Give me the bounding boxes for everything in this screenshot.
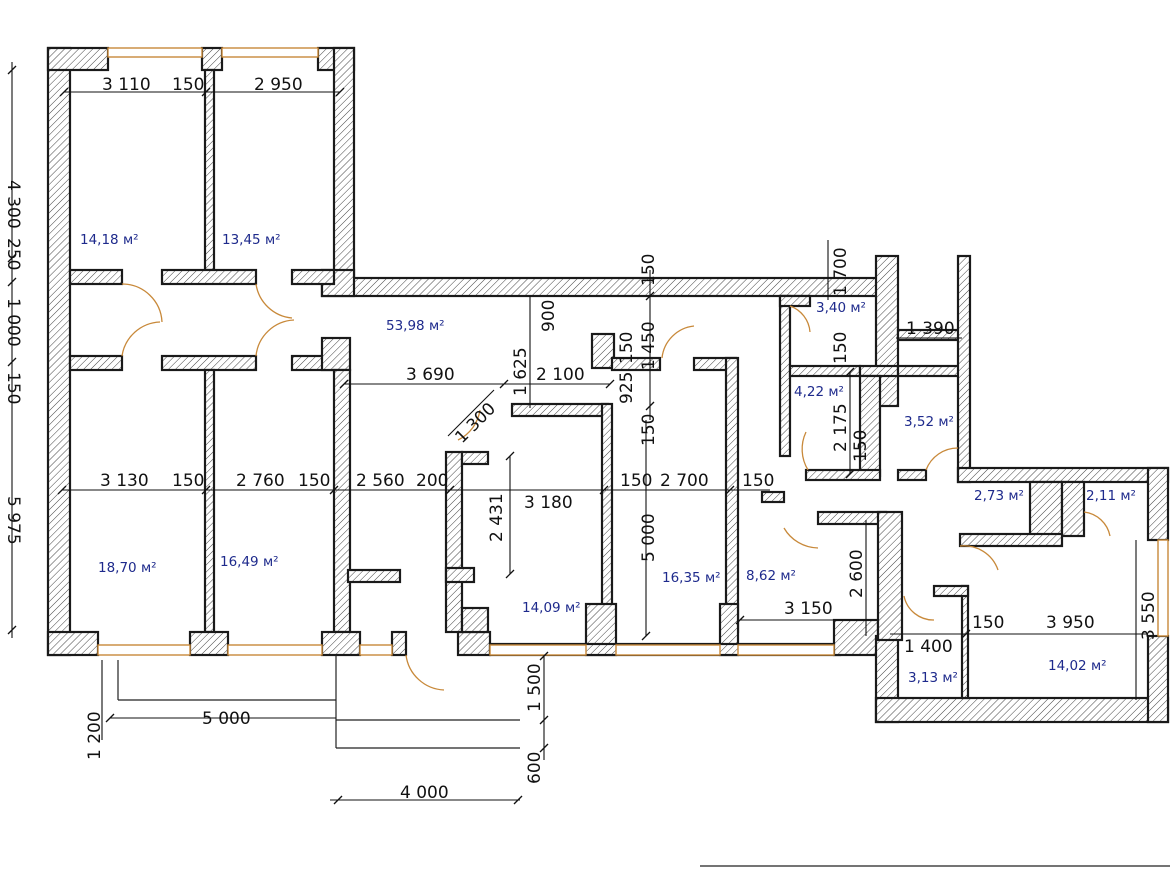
dim-2175: 2 175 <box>831 403 851 452</box>
dim-1400: 1 400 <box>904 637 953 657</box>
dim-3550: 3 550 <box>1139 591 1159 640</box>
dim-150: 150 <box>639 254 659 286</box>
area-room-14: 3,13 м² <box>908 670 958 686</box>
dim-2700: 2 700 <box>660 471 709 491</box>
dim-4300: 4 300 <box>3 180 23 229</box>
dim-1625: 1 625 <box>511 347 531 396</box>
dim-925: 925 <box>617 372 637 404</box>
dim-150: 150 <box>831 332 851 364</box>
area-room-6: 3,52 м² <box>904 414 954 430</box>
dim-1500: 1 500 <box>525 663 545 712</box>
dim-150: 150 <box>742 471 774 491</box>
dim-3950: 3 950 <box>1046 613 1095 633</box>
area-room-11: 8,62 м² <box>746 568 796 584</box>
dimension-labels: 3 110 150 2 950 3 130 150 2 760 150 2 56… <box>3 75 1159 803</box>
dim-2431: 2 431 <box>487 493 507 542</box>
dim-150: 150 <box>172 471 204 491</box>
dim-150: 150 <box>617 332 637 364</box>
dim-3690: 3 690 <box>406 365 455 385</box>
dim-2100: 2 100 <box>536 365 585 385</box>
dim-5000: 5 000 <box>639 513 659 562</box>
dim-2560: 2 560 <box>356 471 405 491</box>
dim-150: 150 <box>851 430 871 462</box>
dim-3180: 3 180 <box>524 493 573 513</box>
area-room-2: 13,45 м² <box>222 232 281 248</box>
dim-150: 150 <box>620 471 652 491</box>
walls <box>46 46 1170 724</box>
dimension-lines <box>7 62 1170 867</box>
dim-4000: 4 000 <box>400 783 449 803</box>
doors <box>121 283 1111 691</box>
dim-1000: 1 000 <box>3 298 23 347</box>
area-room-13: 2,11 м² <box>1086 488 1136 504</box>
dim-1300: 1 300 <box>451 399 500 448</box>
dim-150: 150 <box>3 372 23 404</box>
dim-900: 900 <box>539 300 559 332</box>
room-areas: 14,18 м² 13,45 м² 53,98 м² 3,40 м² 4,22 … <box>80 232 1136 686</box>
dim-2950: 2 950 <box>254 75 303 95</box>
dim-5000: 5 000 <box>202 709 251 729</box>
dim-5975: 5 975 <box>3 496 23 545</box>
dim-150: 150 <box>972 613 1004 633</box>
dim-1450: 1 450 <box>639 321 659 370</box>
area-room-3: 53,98 м² <box>386 318 445 334</box>
area-room-4: 3,40 м² <box>816 300 866 316</box>
dim-2600: 2 600 <box>847 549 867 598</box>
area-room-5: 4,22 м² <box>794 384 844 400</box>
area-room-12: 2,73 м² <box>974 488 1024 504</box>
dim-3130: 3 130 <box>100 471 149 491</box>
area-room-7: 18,70 м² <box>98 560 157 576</box>
dim-250: 250 <box>3 238 23 270</box>
windows <box>97 47 1169 656</box>
dim-150: 150 <box>639 414 659 446</box>
dim-3110: 3 110 <box>102 75 151 95</box>
dim-2760: 2 760 <box>236 471 285 491</box>
dim-600: 600 <box>525 752 545 784</box>
dim-1390: 1 390 <box>906 319 955 339</box>
area-room-8: 16,49 м² <box>220 554 279 570</box>
dim-1700: 1 700 <box>831 247 851 296</box>
area-room-15: 14,02 м² <box>1048 658 1107 674</box>
dim-3150: 3 150 <box>784 599 833 619</box>
area-room-1: 14,18 м² <box>80 232 139 248</box>
area-room-9: 14,09 м² <box>522 600 581 616</box>
dim-200: 200 <box>416 471 448 491</box>
dim-1200: 1 200 <box>85 711 105 760</box>
dim-150: 150 <box>172 75 204 95</box>
dim-150: 150 <box>298 471 330 491</box>
area-room-10: 16,35 м² <box>662 570 721 586</box>
